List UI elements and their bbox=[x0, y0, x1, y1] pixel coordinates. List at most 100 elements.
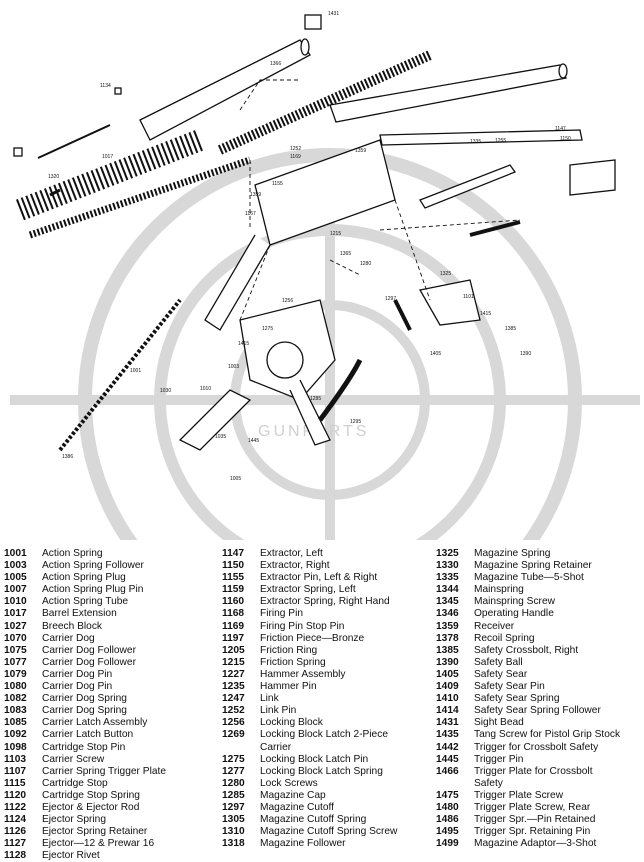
part-number: 1159 bbox=[222, 584, 245, 596]
legend-row: 1385 Safety Crossbolt, Right bbox=[436, 645, 620, 657]
part-number: 1168 bbox=[222, 608, 245, 620]
part-name: Sight Bead bbox=[474, 717, 524, 729]
barrel-extension bbox=[139, 14, 322, 141]
part-number: 1107 bbox=[4, 765, 27, 777]
part-number: 1344 bbox=[436, 584, 459, 596]
callout-label: 1365 bbox=[340, 251, 351, 257]
ejector-rivet bbox=[114, 87, 122, 95]
part-number: 1285 bbox=[222, 789, 245, 801]
action-spring-tube bbox=[58, 298, 182, 452]
callout-label: 1003 bbox=[228, 364, 239, 370]
callout-label: 1325 bbox=[440, 271, 451, 277]
part-number: 1310 bbox=[222, 826, 245, 838]
barrel bbox=[329, 63, 568, 123]
part-number: 1431 bbox=[436, 717, 459, 729]
part-number: 1405 bbox=[436, 668, 459, 680]
action-spring bbox=[16, 129, 252, 239]
part-name: Friction Spring bbox=[260, 656, 326, 668]
part-name: Extractor Spring, Left bbox=[260, 584, 356, 596]
part-name: Ejector Spring bbox=[42, 814, 106, 826]
callout-label: 1295 bbox=[350, 419, 361, 425]
part-name: Tang Screw for Pistol Grip Stock bbox=[474, 729, 621, 741]
part-name: Breech Block bbox=[42, 620, 103, 632]
part-number: 1235 bbox=[222, 681, 245, 693]
callout-label: 1320 bbox=[48, 174, 59, 180]
part-name: Magazine Cutoff Spring Screw bbox=[260, 826, 398, 838]
part-number: 1147 bbox=[222, 548, 245, 559]
part-number: 1335 bbox=[436, 572, 459, 584]
part-number: 1277 bbox=[222, 765, 245, 777]
exploded-parts-diagram: GUNPARTS bbox=[10, 11, 640, 540]
operating-handle bbox=[419, 164, 521, 237]
mainspring bbox=[317, 358, 363, 422]
part-name: Carrier Latch Assembly bbox=[42, 717, 148, 729]
part-number: 1085 bbox=[4, 717, 27, 729]
part-number: 1197 bbox=[222, 632, 245, 644]
part-number: 1077 bbox=[4, 656, 27, 668]
part-number: 1345 bbox=[436, 596, 459, 608]
part-name: Recoil Spring bbox=[474, 632, 535, 644]
callout-label: 1415 bbox=[238, 341, 249, 347]
part-number: 1378 bbox=[436, 632, 459, 644]
callout-label: 1001 bbox=[130, 368, 141, 374]
part-name: Safety bbox=[474, 777, 503, 789]
part-name: Action Spring bbox=[42, 548, 103, 559]
part-number: 1080 bbox=[4, 681, 27, 693]
firing-pin bbox=[37, 124, 111, 159]
part-name: Locking Block bbox=[260, 717, 323, 729]
callout-label: 1017 bbox=[102, 154, 113, 160]
callout-label: 1405 bbox=[430, 351, 441, 357]
part-number: 1499 bbox=[436, 838, 459, 850]
part-name: Safety Ball bbox=[474, 656, 523, 668]
part-name: Ejector & Ejector Rod bbox=[42, 801, 140, 813]
part-name: Safety Sear Spring Follower bbox=[474, 705, 601, 717]
part-number: 1247 bbox=[222, 693, 245, 705]
part-name: Ejector Rivet bbox=[42, 850, 100, 862]
part-number: 1414 bbox=[436, 705, 459, 717]
part-number: 1128 bbox=[4, 850, 27, 862]
part-name: Magazine Cutoff Spring bbox=[260, 814, 367, 826]
part-number: 1017 bbox=[4, 608, 27, 620]
part-name: Trigger Plate for Crossbolt bbox=[474, 765, 593, 777]
callout-label: 1335 bbox=[470, 139, 481, 145]
action-spring-plug bbox=[13, 147, 23, 157]
callout-label: 1010 bbox=[200, 386, 211, 392]
part-number: 1205 bbox=[222, 644, 245, 656]
part-number: 1385 bbox=[436, 644, 459, 656]
part-name: Ejector—12 & Prewar 16 bbox=[42, 838, 155, 850]
part-number: 1435 bbox=[436, 729, 459, 741]
part-number: 1297 bbox=[222, 801, 245, 813]
callout-label: 1255 bbox=[495, 138, 506, 144]
callout-label: 1285 bbox=[310, 396, 321, 402]
part-name: Safety Crossbolt, Right bbox=[474, 644, 579, 656]
callout-label: 1147 bbox=[555, 126, 566, 132]
callout-label: 1256 bbox=[282, 298, 293, 304]
part-name: Trigger Plate Screw, Rear bbox=[474, 801, 591, 813]
legend-row: 1414 Safety Sear Spring Follower bbox=[436, 705, 620, 717]
callout-label: 1134 bbox=[100, 83, 111, 89]
part-number: 1256 bbox=[222, 717, 245, 729]
part-name: Receiver bbox=[474, 620, 515, 632]
